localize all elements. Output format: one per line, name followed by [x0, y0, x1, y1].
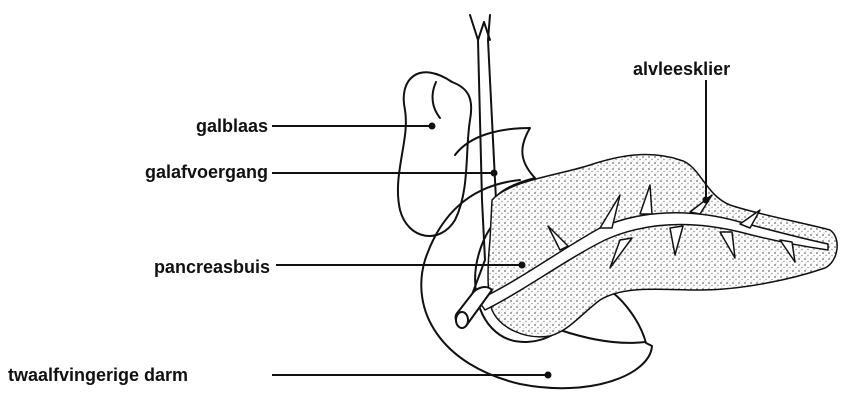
leader-dot-twaalfvinger	[546, 373, 551, 378]
label-galafvoergang: galafvoergang	[145, 163, 268, 181]
duodenum-inner-fold	[560, 330, 645, 343]
leader-dot-galblaas	[430, 124, 435, 129]
gallbladder-inner-fold	[433, 82, 440, 118]
leader-dot-alvleesklier	[704, 198, 709, 203]
duct-opening	[456, 312, 468, 328]
label-twaalfvingerige-darm: twaalfvingerige darm	[8, 366, 188, 384]
label-galblaas: galblaas	[196, 117, 268, 135]
gallbladder-shape	[398, 72, 471, 236]
leader-dot-pancreasbuis	[520, 263, 525, 268]
label-alvleesklier: alvleesklier	[633, 60, 730, 78]
leader-dot-galafvoergang	[492, 171, 497, 176]
label-pancreasbuis: pancreasbuis	[154, 258, 270, 276]
